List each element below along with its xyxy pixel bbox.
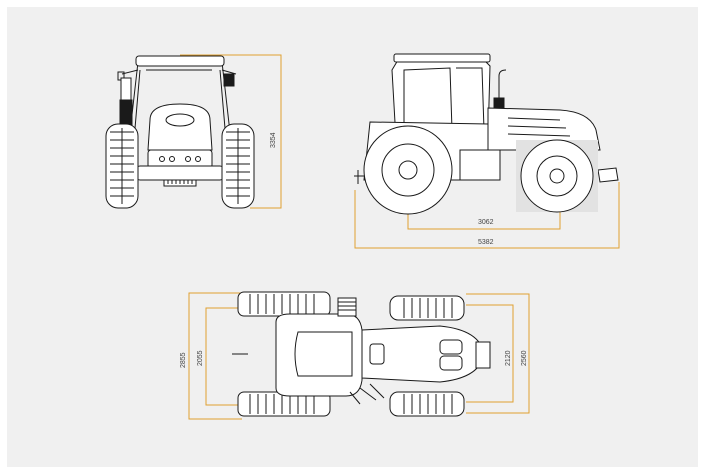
- top-front-inner-label: 2120: [505, 350, 512, 366]
- side-roof: [393, 53, 491, 63]
- side-length-label: 5382: [478, 239, 494, 246]
- side-length-dimension-line: [354, 182, 620, 249]
- side-front-tyre: [520, 139, 594, 213]
- front-right-mirror: [221, 69, 237, 75]
- side-rear-rim: [381, 143, 435, 197]
- side-view: 3062 5382: [354, 53, 620, 249]
- front-light-3: [185, 156, 191, 162]
- top-inner-width-label: 2055: [197, 350, 204, 366]
- top-front-outer-label: 2560: [521, 350, 528, 366]
- top-cab-roof: [275, 313, 363, 397]
- top-outer-width-label: 2855: [180, 352, 187, 368]
- front-left-tread: [110, 128, 134, 204]
- top-hood-front-detail-1: [439, 339, 463, 355]
- side-hood-vents: [507, 117, 571, 137]
- top-front-right-tyre: [389, 391, 465, 417]
- top-exhaust-ribs: [338, 301, 356, 311]
- front-axle: [135, 165, 225, 181]
- front-light-2: [169, 156, 175, 162]
- front-light-4: [195, 156, 201, 162]
- front-right-tread: [226, 128, 250, 204]
- side-rear-hub: [398, 160, 418, 180]
- top-front-weight: [475, 341, 491, 369]
- top-rear-left-tyre: [237, 291, 331, 317]
- top-rear-right-tread: [249, 394, 315, 414]
- top-front-inner-dimension-line: [466, 304, 514, 403]
- front-height-label: 3354: [270, 132, 277, 148]
- front-hood-logo: [165, 113, 195, 127]
- front-height-dimension-line: [180, 54, 282, 209]
- top-front-right-tread: [403, 394, 453, 414]
- side-front-hub: [549, 168, 565, 184]
- top-cab-roof-panel: [294, 331, 353, 377]
- top-front-left-tread: [403, 298, 453, 318]
- front-light-1: [159, 156, 165, 162]
- top-view: 2855 2055 2120 2560: [180, 291, 530, 420]
- top-exhaust: [337, 297, 357, 317]
- top-inner-width-dimension-line: [205, 307, 246, 406]
- side-front-rim: [536, 155, 578, 197]
- front-roof: [135, 55, 225, 67]
- top-hood-vent: [369, 343, 385, 365]
- top-steering-linkage: [349, 383, 385, 405]
- top-outer-width-dimension-line: [188, 292, 242, 420]
- front-view: 3354: [105, 54, 282, 209]
- front-exhaust-pipe: [120, 77, 132, 101]
- top-rear-left-tread: [249, 294, 315, 314]
- top-front-outer-dimension-line: [466, 293, 530, 414]
- front-right-mirror-glass: [223, 73, 235, 87]
- side-front-weight: [597, 167, 619, 183]
- side-fuel-tank: [459, 149, 501, 181]
- top-hood-front-detail-2: [439, 355, 463, 371]
- side-exhaust-pipe: [498, 69, 507, 98]
- side-wheelbase-label: 3062: [478, 219, 494, 226]
- top-front-left-tyre: [389, 295, 465, 321]
- front-hood: [147, 103, 213, 151]
- front-grille: [147, 149, 213, 169]
- side-rear-tyre: [363, 125, 453, 215]
